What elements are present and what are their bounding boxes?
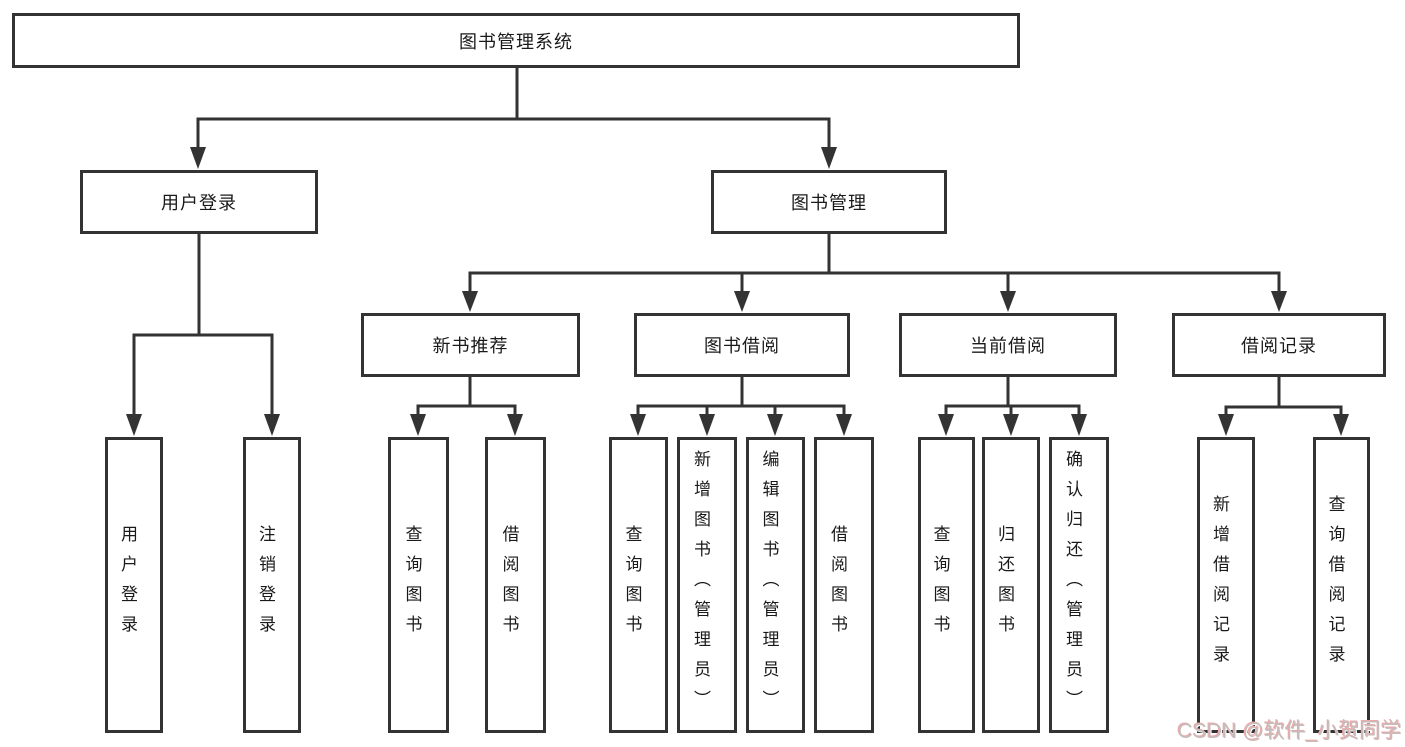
node-label: 新增图书（管理员） (691, 450, 710, 720)
leaf-query-books-borrowing: 查询图书 (609, 437, 668, 733)
node-label: 确认归还（管理员） (1063, 450, 1082, 720)
leaf-add-borrow-record: 新增借阅记录 (1197, 437, 1255, 733)
node-label: 查询图书 (622, 525, 642, 645)
leaf-logout: 注销登录 (243, 437, 301, 733)
node-label: 新增借阅记录 (1210, 495, 1229, 675)
leaf-edit-books-admin: 编辑图书（管理员） (746, 437, 805, 733)
node-label: 借阅图书 (828, 525, 847, 645)
leaf-return-books: 归还图书 (982, 437, 1040, 733)
node-label: 用户登录 (161, 193, 237, 213)
node-book-management: 图书管理 (711, 170, 947, 234)
node-label: 查询借阅记录 (1325, 495, 1345, 675)
csdn-watermark: CSDN @软件_小贺同学 (1177, 720, 1402, 743)
node-label: 查询图书 (930, 525, 950, 645)
leaf-query-books-recommend: 查询图书 (388, 437, 449, 733)
leaf-user-login: 用户登录 (105, 437, 163, 733)
leaf-add-books-admin: 新增图书（管理员） (677, 437, 737, 733)
node-label: 用户登录 (118, 525, 137, 645)
node-label: 新书推荐 (432, 336, 509, 356)
leaf-borrow-books-borrowing: 借阅图书 (814, 437, 874, 733)
node-new-book-recommend: 新书推荐 (361, 313, 580, 377)
node-label: 图书借阅 (704, 336, 780, 356)
node-label: 编辑图书（管理员） (759, 450, 779, 720)
node-label: 查询图书 (402, 525, 422, 645)
node-label: 注销登录 (256, 525, 275, 645)
node-label: 归还图书 (995, 525, 1014, 645)
leaf-query-borrow-record: 查询借阅记录 (1313, 437, 1370, 733)
node-borrowing-records: 借阅记录 (1172, 313, 1386, 377)
node-book-borrowing: 图书借阅 (634, 313, 850, 377)
node-root-library-system: 图书管理系统 (12, 13, 1020, 68)
node-user-login-group: 用户登录 (80, 170, 318, 234)
node-label: 图书管理系统 (459, 31, 573, 52)
leaf-query-books-current: 查询图书 (918, 437, 975, 733)
node-current-borrowing: 当前借阅 (899, 313, 1117, 377)
leaf-confirm-return-admin: 确认归还（管理员） (1049, 437, 1109, 733)
node-label: 当前借阅 (970, 336, 1046, 356)
node-label: 图书管理 (791, 193, 867, 213)
node-label: 借阅图书 (499, 525, 519, 645)
node-label: 借阅记录 (1241, 336, 1317, 356)
leaf-borrow-books-recommend: 借阅图书 (485, 437, 546, 733)
